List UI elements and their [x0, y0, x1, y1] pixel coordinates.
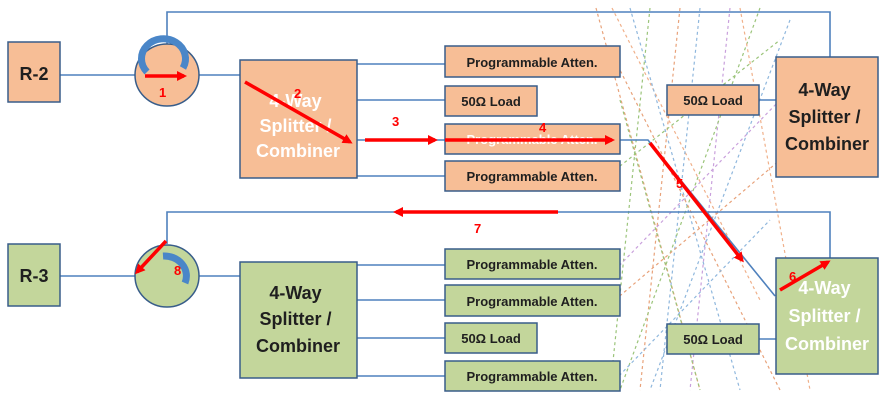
bottom-atten-3-label: Programmable Atten. [467, 369, 598, 384]
splitter-top-left [239, 59, 358, 179]
splitter-bottom-right-label: 4-Way Splitter / Combiner [785, 278, 869, 354]
radio-box-r2 [7, 41, 61, 103]
bottom-right-load-label: 50Ω Load [683, 332, 743, 347]
top-atten-1-label: Programmable Atten. [467, 55, 598, 70]
step-label-5: 5 [676, 176, 683, 191]
circulator-bottom-arc-icon [162, 252, 190, 285]
top-atten-3-label: Programmable Atten. [467, 169, 598, 184]
top-right-load-label: 50Ω Load [683, 93, 743, 108]
bottom-right-load [666, 323, 760, 355]
step-label-3: 3 [392, 114, 399, 129]
top-right-load [666, 84, 760, 116]
arrow-step-2 [244, 80, 353, 144]
splitter-top-right [775, 56, 879, 178]
bottom-atten-2 [444, 284, 621, 317]
radio-box-r3 [7, 243, 61, 307]
step-label-6: 6 [789, 269, 796, 284]
top-load-1 [444, 85, 538, 117]
splitter-bottom-right [775, 257, 879, 375]
top-load-1-label: 50Ω Load [461, 94, 521, 109]
bottom-load-1-label: 50Ω Load [461, 331, 521, 346]
circulator-top-arc-icon [138, 35, 189, 75]
bottom-atten-1 [444, 248, 621, 280]
arrow-step-6 [779, 260, 831, 292]
step-label-1: 1 [159, 85, 166, 100]
arrow-step-5 [648, 141, 744, 263]
splitter-top-left-label: 4-Way Splitter / Combiner [256, 91, 340, 161]
splitter-bottom-left-label: 4-Way Splitter / Combiner [256, 283, 340, 356]
bottom-atten-3 [444, 360, 621, 392]
step-label-2: 2 [294, 86, 301, 101]
bottom-atten-2-label: Programmable Atten. [467, 294, 598, 309]
bottom-atten-1-label: Programmable Atten. [467, 257, 598, 272]
radio-label-r3: R-3 [19, 266, 48, 286]
bottom-load-1 [444, 322, 538, 354]
arrow-step-8 [134, 239, 168, 275]
top-atten-3 [444, 160, 621, 192]
radio-label-r2: R-2 [19, 64, 48, 84]
step-label-7: 7 [474, 221, 481, 236]
top-atten-1 [444, 45, 621, 78]
step-label-4: 4 [539, 120, 547, 135]
step-labels: 1 2 3 4 5 6 7 8 [159, 85, 796, 284]
splitter-top-right-label: 4-Way Splitter / Combiner [785, 80, 869, 154]
splitter-bottom-left [239, 261, 358, 379]
step-label-8: 8 [174, 263, 181, 278]
signal-path-arrows [134, 71, 831, 292]
